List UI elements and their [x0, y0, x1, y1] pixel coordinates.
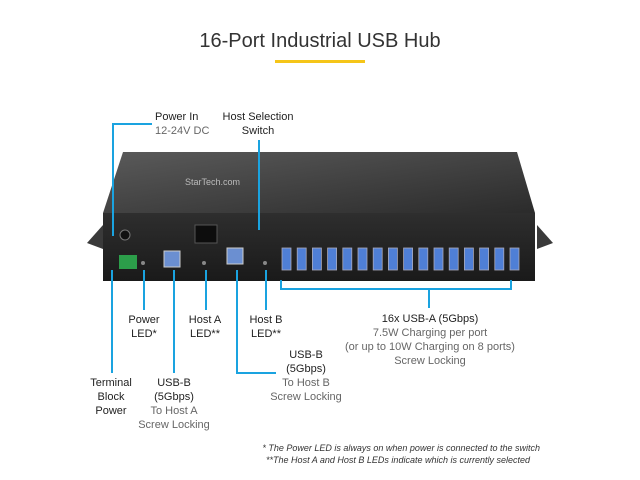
host-b-led [263, 261, 267, 265]
usb-a-port [509, 247, 520, 271]
footnote-power-led: * The Power LED is always on when power … [262, 443, 540, 453]
usb-a-port [281, 247, 292, 271]
usb-a-port [433, 247, 444, 271]
power-led [141, 261, 145, 265]
label-usb-a: 16x USB-A (5Gbps) 7.5W Charging per port… [345, 313, 515, 367]
label-usb-b-host-b: USB-B (5Gbps) To Host B Screw Locking [270, 349, 342, 403]
line-power-in-v [112, 123, 114, 236]
usb-a-port [448, 247, 459, 271]
usb-a-port [387, 247, 398, 271]
usb-b-port-host-a [163, 250, 181, 268]
dc-jack [119, 229, 131, 241]
usb-hub-device: StarTech.com [87, 152, 553, 281]
line-usb-a-drop [428, 288, 430, 308]
usb-b-port-host-b [226, 247, 244, 265]
usb-a-port [418, 247, 429, 271]
label-terminal-block: Terminal Block Power [90, 377, 132, 417]
label-power-led: Power LED* [128, 314, 160, 340]
line-usb-a-bar [280, 288, 512, 290]
hub-front-panel [103, 213, 535, 281]
left-flange [87, 225, 103, 249]
hub-top [103, 152, 535, 213]
line-host-b-led [265, 270, 267, 310]
line-power-led [143, 270, 145, 310]
line-usb-a-left [280, 280, 282, 290]
usb-a-port-group [281, 247, 520, 271]
brand-logo: StarTech.com [185, 177, 240, 187]
usb-a-port [357, 247, 368, 271]
footnote-host-leds: **The Host A and Host B LEDs indicate wh… [266, 455, 530, 465]
line-host-a-led [205, 270, 207, 310]
usb-a-port [494, 247, 505, 271]
usb-a-port [479, 247, 490, 271]
page-title: 16-Port Industrial USB Hub [199, 30, 441, 52]
label-host-a-led: Host A LED** [188, 314, 222, 340]
usb-a-port [327, 247, 338, 271]
usb-a-port [372, 247, 383, 271]
line-usb-b-left [173, 270, 175, 373]
usb-a-port [296, 247, 307, 271]
terminal-block [119, 255, 137, 269]
line-switch-v [258, 140, 260, 230]
right-flange [537, 225, 553, 249]
line-terminal [111, 270, 113, 373]
label-power-in: Power In 12-24V DC [155, 111, 210, 137]
label-usb-b-host-a: USB-B (5Gbps) To Host A Screw Locking [138, 377, 210, 431]
line-usb-a-right [510, 280, 512, 290]
line-power-in-h [112, 123, 152, 125]
line-usb-b-center-h [236, 372, 276, 374]
usb-a-port [342, 247, 353, 271]
line-usb-b-center-v [236, 270, 238, 373]
usb-a-port [403, 247, 414, 271]
usb-a-port [311, 247, 322, 271]
host-a-led [202, 261, 206, 265]
label-host-selection: Host Selection Switch [222, 111, 294, 137]
usb-a-port [463, 247, 474, 271]
label-host-b-led: Host B LED** [249, 314, 283, 340]
host-selection-switch [194, 224, 218, 244]
title-underline [275, 60, 365, 63]
